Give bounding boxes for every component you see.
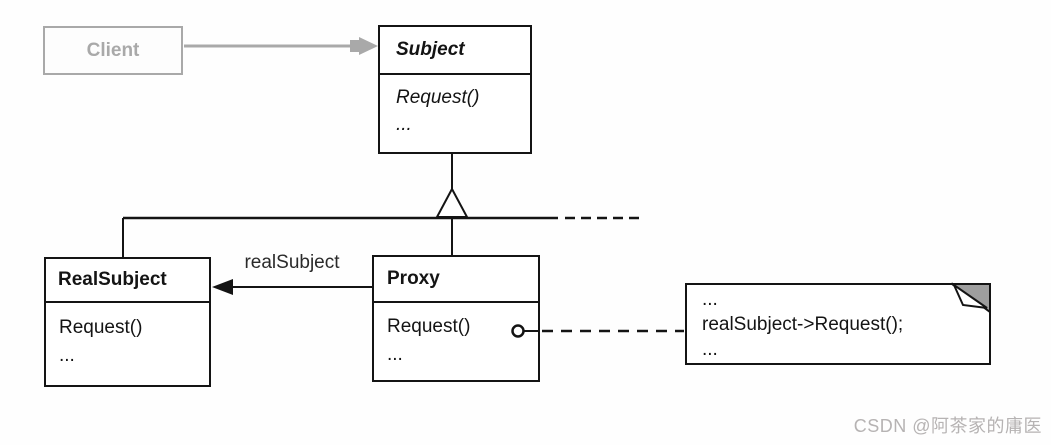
class-methods-realsubject: Request() ... (46, 303, 209, 370)
method-subject-request: Request() (396, 87, 480, 108)
note-line-1: ... (702, 289, 718, 310)
note-line-3: ... (702, 339, 718, 360)
method-subject-ellipsis: ... (396, 114, 412, 135)
proxy-realsubject-arrow-head (212, 279, 233, 295)
client-subject-arrow-head (359, 37, 378, 55)
watermark-text: CSDN @阿茶家的庸医 (853, 416, 1042, 436)
class-methods-proxy: Request() ... (374, 303, 538, 369)
method-proxy-ellipsis: ... (387, 344, 403, 365)
class-methods-subject: Request() ... (380, 75, 530, 138)
class-title-realsubject: RealSubject (46, 259, 209, 303)
class-box-client: Client (43, 26, 183, 75)
note-box: ... realSubject->Request(); ... (685, 283, 991, 365)
class-title-proxy: Proxy (374, 257, 538, 303)
class-box-proxy: Proxy Request() ... (372, 255, 540, 382)
method-realsubject-request: Request() (59, 317, 143, 338)
class-title-client: Client (86, 39, 140, 61)
note-line-2: realSubject->Request(); (702, 314, 904, 335)
association-label-realsubject: realSubject (244, 252, 340, 273)
generalization-triangle (435, 186, 469, 218)
class-title-subject: Subject (380, 27, 530, 75)
method-realsubject-ellipsis: ... (59, 345, 75, 366)
method-proxy-request: Request() (387, 316, 471, 337)
client-subject-arrow-notch (350, 40, 360, 52)
class-box-subject: Subject Request() ... (378, 25, 532, 154)
class-box-realsubject: RealSubject Request() ... (44, 257, 211, 387)
